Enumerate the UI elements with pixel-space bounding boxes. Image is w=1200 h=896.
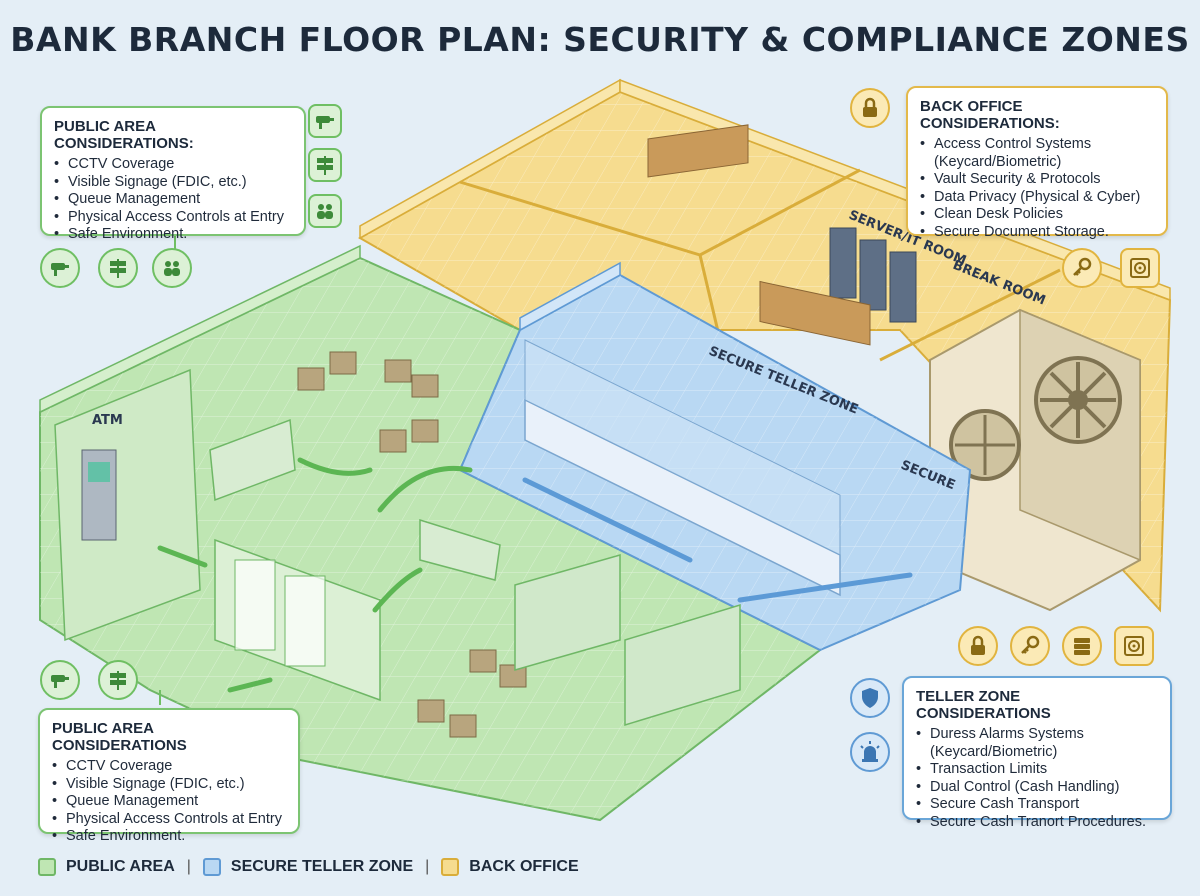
key-icon [1062,248,1102,288]
label-atm: ATM [92,413,123,428]
list-item: Safe Environment. [54,226,292,244]
legend-label-public: PUBLIC AREA [66,858,175,875]
vault-icon [1120,248,1160,288]
legend: PUBLIC AREA | SECURE TELLER ZONE | BACK … [38,858,579,876]
lock-icon [958,626,998,666]
list-item: Queue Management [52,793,286,811]
legend-label-teller: SECURE TELLER ZONE [230,858,414,875]
list-item: Dual Control (Cash Handling) [916,779,1158,797]
teller-heading: TELLER ZONE CONSIDERATIONS [916,688,1051,722]
list-item: Visible Signage (FDIC, etc.) [54,174,292,192]
list-item: Clean Desk Policies [920,206,1154,224]
public-bottom-heading: PUBLIC AREA CONSIDERATIONS [52,720,187,754]
signage-icon [98,248,138,288]
signage-icon [308,148,342,182]
list-item: Secure Document Storage. [920,224,1154,242]
list-item: (Keycard/Biometric) [934,153,1062,170]
cctv-icon [40,660,80,700]
list-item: Secure Cash Transport [916,796,1158,814]
teller-zone-card: TELLER ZONE CONSIDERATIONS Duress Alarms… [902,676,1172,831]
signage-icon [98,660,138,700]
legend-swatch-public [38,858,56,876]
vault [929,308,1141,612]
legend-label-back-office: BACK OFFICE [469,858,579,875]
vault-icon [1114,626,1154,666]
public-top-heading: PUBLIC AREA CONSIDERATIONS: [54,118,194,152]
server-icon [1062,626,1102,666]
list-item: CCTV Coverage [52,758,286,776]
atm-booth [54,368,201,642]
server-racks [829,227,917,323]
alarm-icon [850,732,890,772]
people-icon [308,194,342,228]
back-office-heading: BACK OFFICE CONSIDERATIONS: [920,98,1060,132]
people-icon [152,248,192,288]
back-office-card: BACK OFFICE CONSIDERATIONS: Access Contr… [906,86,1168,241]
list-item: Physical Access Controls at Entry [54,209,292,227]
legend-swatch-teller [202,858,221,876]
shield-icon [850,678,890,718]
public-area-bottom-card: PUBLIC AREA CONSIDERATIONS CCTV Coverage… [38,708,300,845]
list-item: CCTV Coverage [54,156,292,174]
legend-separator: | [425,858,430,875]
page-title: BANK BRANCH FLOOR PLAN: SECURITY & COMPL… [10,20,1190,59]
list-item: Duress Alarms Systems [916,726,1158,744]
key-icon [1010,626,1050,666]
list-item: Transaction Limits [916,761,1158,779]
list-item: Visible Signage (FDIC, etc.) [52,776,286,794]
list-item: Physical Access Controls at Entry [52,811,286,829]
cctv-icon [308,104,342,138]
lock-icon [850,88,890,128]
list-item: Access Control Systems [920,136,1154,154]
list-item: Secure Cash Tranort Procedures. [916,814,1158,832]
public-area-top-card: PUBLIC AREA CONSIDERATIONS: CCTV Coverag… [40,106,306,243]
list-item: Safe Environment. [52,828,286,846]
list-item: Queue Management [54,191,292,209]
legend-swatch-back-office [441,858,460,876]
legend-separator: | [186,858,191,875]
list-item: Vault Security & Protocols [920,171,1154,189]
list-item: Data Privacy (Physical & Cyber) [920,189,1154,207]
cctv-icon [40,248,80,288]
list-item: (Keycard/Biometric) [930,743,1058,760]
